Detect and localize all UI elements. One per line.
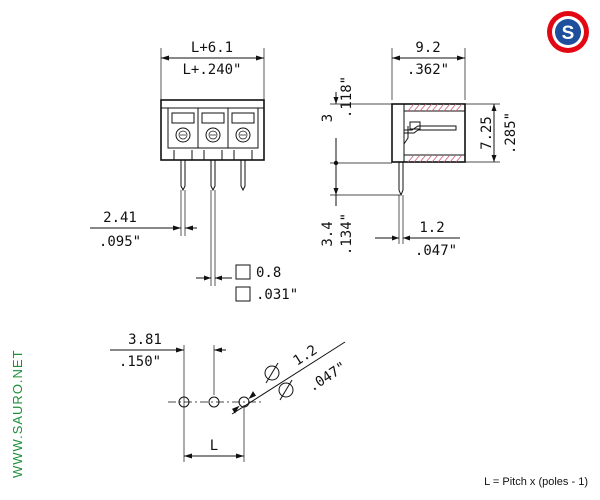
square-pin-symbol <box>235 286 251 302</box>
front-pin <box>210 160 216 192</box>
side-upper-mm: 3 <box>320 114 336 122</box>
side-pin-width-mm: 1.2 <box>419 220 444 236</box>
pin-square-mm: 0.8 <box>256 265 281 281</box>
hole-diameter-in: .047" <box>305 359 349 395</box>
side-pin-length-in: .134" <box>339 213 355 255</box>
diameter-symbol <box>264 365 280 381</box>
side-depth-in: .362" <box>407 62 449 78</box>
pin-square-in: .031" <box>256 287 298 303</box>
sauro-logo: S <box>547 11 589 53</box>
front-width-in: L+.240" <box>182 62 241 78</box>
front-width-mm: L+6.1 <box>191 40 233 56</box>
side-depth-mm: 9.2 <box>415 40 440 56</box>
side-upper-in: .118" <box>339 76 355 118</box>
diameter-symbol <box>278 382 294 398</box>
logo-letter: S <box>562 23 575 44</box>
front-view: L+6.1 L+.240" <box>90 40 298 303</box>
pcb-hole <box>208 396 220 408</box>
front-pin <box>240 160 246 192</box>
pcb-hole <box>178 396 190 408</box>
front-cell <box>227 108 259 160</box>
pin-offset-mm: 2.41 <box>103 210 137 226</box>
front-cell <box>197 108 229 160</box>
side-view: 9.2 .362" 3 .118" 7.25 .285" <box>320 40 519 259</box>
front-cell <box>167 108 199 160</box>
side-height-mm: 7.25 <box>479 116 495 150</box>
pitch-mm: 3.81 <box>128 332 162 348</box>
side-pin <box>398 162 404 197</box>
side-pin-width-in: .047" <box>415 243 457 259</box>
hole-diameter-mm: 1.2 <box>290 342 320 369</box>
pitch-in: .150" <box>119 354 161 370</box>
website-url: WWW.SAURO.NET <box>10 349 25 478</box>
span-label: L <box>210 438 218 454</box>
side-pin-length-mm: 3.4 <box>320 221 336 246</box>
pin-offset-in: .095" <box>99 234 141 250</box>
side-height-in: .285" <box>503 112 519 154</box>
pcb-hole <box>238 396 250 408</box>
square-pin-symbol <box>235 264 251 280</box>
pitch-formula-note: L = Pitch x (poles - 1) <box>484 476 588 488</box>
front-pin <box>180 160 186 192</box>
pcb-footprint: 3.81 .150" 1.2 .047" L <box>110 332 350 462</box>
